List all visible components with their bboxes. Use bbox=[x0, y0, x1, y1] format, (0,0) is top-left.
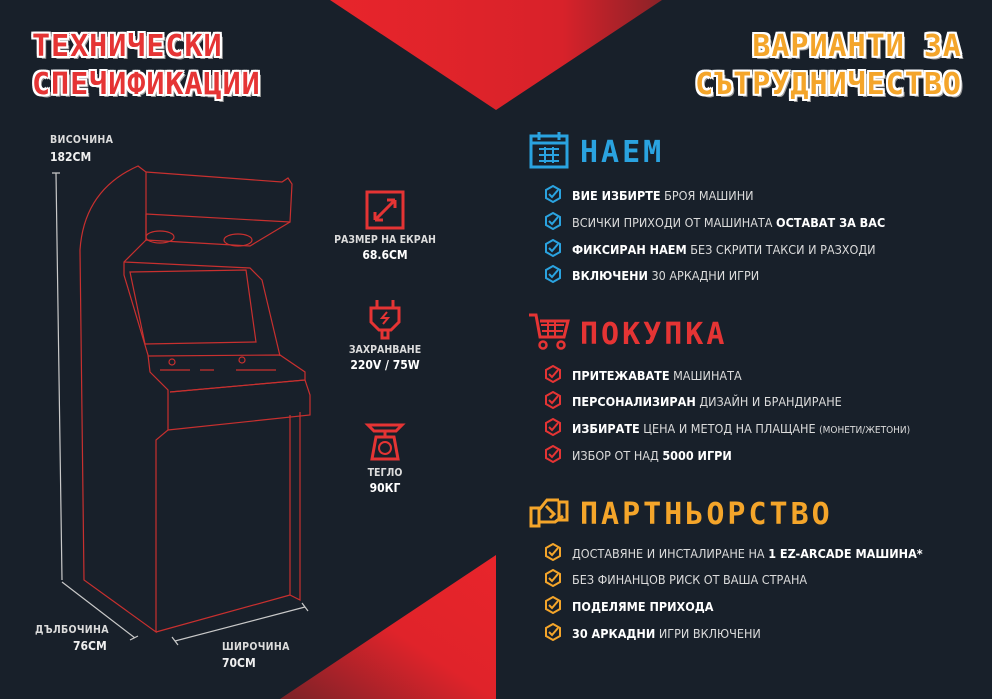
spec-power: ЗАХРАНВАНЕ 220V / 75W bbox=[315, 298, 455, 372]
check-badge-icon bbox=[544, 542, 562, 564]
item-text: ПЕРСОНАЛИЗИРАН ДИЗАЙН И БРАНДИРАНЕ bbox=[572, 394, 842, 409]
spec-label: ТЕГЛО bbox=[367, 467, 403, 479]
width-label: ШИРОЧИНА bbox=[222, 641, 290, 653]
check-badge-icon bbox=[544, 417, 562, 439]
width-value: 70СМ bbox=[222, 656, 256, 670]
title-line-2: СПЕЧИФИКАЦИИ bbox=[32, 67, 261, 103]
power-plug-icon bbox=[369, 300, 401, 340]
item-text-segment: ЦЕНА И МЕТОД НА ПЛАЩАНЕ bbox=[639, 421, 820, 436]
shopping-cart-icon bbox=[528, 312, 570, 356]
check-badge-icon bbox=[544, 595, 562, 617]
item-text: 30 АРКАДНИ ИГРИ ВКЛЮЧЕНИ bbox=[572, 626, 761, 641]
list-item: ДОСТАВЯНЕ И ИНСТАЛИРАНЕ НА 1 EZ-ARCADE М… bbox=[544, 542, 923, 564]
height-value: 182СМ bbox=[50, 150, 92, 164]
item-text: ПРИТЕЖАВАТЕ МАШИНАТА bbox=[572, 368, 742, 383]
title-line-2: СЪТРУДНИЧЕСТВО bbox=[695, 67, 962, 103]
item-text-segment: 30 АРКАДНИ bbox=[572, 626, 656, 641]
resize-diagonal-icon bbox=[365, 190, 405, 230]
spec-weight: ТЕГЛО 90КГ bbox=[315, 421, 455, 495]
item-text-segment: БЕЗ СКРИТИ ТАКСИ И РАЗХОДИ bbox=[686, 242, 876, 257]
list-item: ВИЕ ИЗБИРТЕ БРОЯ МАШИНИ bbox=[544, 184, 754, 206]
depth-label: ДЪЛБОЧИНА bbox=[35, 624, 109, 636]
item-text: ИЗБОР ОТ НАД 5000 ИГРИ bbox=[572, 448, 732, 463]
depth-value: 76СМ bbox=[73, 639, 107, 653]
check-badge-icon bbox=[544, 622, 562, 644]
section-title: ПОКУПКА bbox=[580, 316, 728, 352]
list-item: ИЗБОР ОТ НАД 5000 ИГРИ bbox=[544, 444, 732, 466]
calendar-icon bbox=[528, 130, 570, 174]
spec-value: 220V / 75W bbox=[350, 358, 420, 372]
dimension-lines bbox=[52, 172, 309, 646]
item-text-segment: ПРИТЕЖАВАТЕ bbox=[572, 368, 670, 383]
item-text-segment: ИЗБОР ОТ НАД bbox=[572, 448, 663, 463]
item-text-segment: БРОЯ МАШИНИ bbox=[660, 188, 754, 203]
section-title: НАЕМ bbox=[580, 134, 665, 170]
item-text: ВКЛЮЧЕНИ 30 АРКАДНИ ИГРИ bbox=[572, 268, 759, 283]
list-item: ФИКСИРАН НАЕМ БЕЗ СКРИТИ ТАКСИ И РАЗХОДИ bbox=[544, 238, 876, 260]
list-item: ИЗБИРАТЕ ЦЕНА И МЕТОД НА ПЛАЩАНЕ (МОНЕТИ… bbox=[544, 417, 910, 439]
spec-screen-size: РАЗМЕР НА ЕКРАН 68.6СМ bbox=[315, 190, 455, 262]
list-item: 30 АРКАДНИ ИГРИ ВКЛЮЧЕНИ bbox=[544, 622, 761, 644]
item-text-segment: ОСТАВАТ ЗА ВАС bbox=[776, 215, 886, 230]
item-text-segment: ФИКСИРАН НАЕМ bbox=[572, 242, 687, 257]
item-text-segment: ВКЛЮЧЕНИ bbox=[572, 268, 648, 283]
item-text-segment: 5000 ИГРИ bbox=[662, 448, 732, 463]
item-text-segment: ДИЗАЙН И БРАНДИРАНЕ bbox=[695, 394, 842, 409]
item-text: ПОДЕЛЯМЕ ПРИХОДА bbox=[572, 599, 713, 614]
list-item: ВКЛЮЧЕНИ 30 АРКАДНИ ИГРИ bbox=[544, 264, 759, 286]
item-text: ВСИЧКИ ПРИХОДИ ОТ МАШИНАТА ОСТАВАТ ЗА ВА… bbox=[572, 215, 885, 230]
weighing-scale-icon bbox=[364, 423, 406, 461]
item-text: ДОСТАВЯНЕ И ИНСТАЛИРАНЕ НА 1 EZ-ARCADE М… bbox=[572, 546, 923, 561]
section-heading-3: ПАРТНЬОРСТВО bbox=[528, 492, 833, 536]
handshake-icon bbox=[528, 492, 570, 536]
check-badge-icon bbox=[544, 444, 562, 466]
list-item: ПЕРСОНАЛИЗИРАН ДИЗАЙН И БРАНДИРАНЕ bbox=[544, 390, 842, 412]
spec-label: ЗАХРАНВАНЕ bbox=[348, 344, 422, 356]
height-label: ВИСОЧИНА bbox=[50, 134, 114, 146]
spec-value: 68.6СМ bbox=[362, 248, 408, 262]
check-badge-icon bbox=[544, 211, 562, 233]
check-badge-icon bbox=[544, 238, 562, 260]
item-text-segment: ВИЕ ИЗБИРТЕ bbox=[572, 188, 661, 203]
list-item: ВСИЧКИ ПРИХОДИ ОТ МАШИНАТА ОСТАВАТ ЗА ВА… bbox=[544, 211, 885, 233]
item-text: ФИКСИРАН НАЕМ БЕЗ СКРИТИ ТАКСИ И РАЗХОДИ bbox=[572, 242, 876, 257]
check-badge-icon bbox=[544, 264, 562, 286]
item-text-segment: (МОНЕТИ/ЖЕТОНИ) bbox=[819, 425, 911, 436]
list-item: ПРИТЕЖАВАТЕ МАШИНАТА bbox=[544, 364, 742, 386]
item-text-segment: ПЕРСОНАЛИЗИРАН bbox=[572, 394, 696, 409]
title-line-1: ВАРИАНТИ ЗА bbox=[752, 29, 962, 65]
check-badge-icon bbox=[544, 568, 562, 590]
item-text: ИЗБИРАТЕ ЦЕНА И МЕТОД НА ПЛАЩАНЕ (МОНЕТИ… bbox=[572, 421, 910, 436]
list-item: БЕЗ ФИНАНЦОВ РИСК ОТ ВАША СТРАНА bbox=[544, 568, 807, 590]
item-text-segment: ВСИЧКИ ПРИХОДИ ОТ МАШИНАТА bbox=[572, 215, 777, 230]
top-red-triangle bbox=[330, 0, 662, 110]
bottom-red-triangle bbox=[280, 555, 496, 699]
list-item: ПОДЕЛЯМЕ ПРИХОДА bbox=[544, 595, 713, 617]
spec-value: 90КГ bbox=[369, 481, 401, 495]
check-badge-icon bbox=[544, 184, 562, 206]
item-text: БЕЗ ФИНАНЦОВ РИСК ОТ ВАША СТРАНА bbox=[572, 572, 807, 587]
title-line-1: ТЕХНИЧЕСКИ bbox=[32, 29, 223, 65]
item-text-segment: МАШИНАТА bbox=[669, 368, 742, 383]
item-text-segment: ДОСТАВЯНЕ И ИНСТАЛИРАНЕ НА bbox=[572, 546, 769, 561]
technical-specs-title: ТЕХНИЧЕСКИ СПЕЧИФИКАЦИИ bbox=[32, 28, 261, 104]
item-text-segment: 30 АРКАДНИ ИГРИ bbox=[647, 268, 760, 283]
section-heading-1: НАЕМ bbox=[528, 130, 664, 174]
item-text-segment: 1 EZ-ARCADE МАШИНА* bbox=[768, 546, 923, 561]
cooperation-options-title: ВАРИАНТИ ЗА СЪТРУДНИЧЕСТВО bbox=[695, 28, 962, 104]
item-text: ВИЕ ИЗБИРТЕ БРОЯ МАШИНИ bbox=[572, 188, 754, 203]
check-badge-icon bbox=[544, 364, 562, 386]
section-title: ПАРТНЬОРСТВО bbox=[580, 496, 833, 532]
item-text-segment: ИГРИ ВКЛЮЧЕНИ bbox=[655, 626, 761, 641]
item-text-segment: ПОДЕЛЯМЕ ПРИХОДА bbox=[572, 599, 714, 614]
spec-label: РАЗМЕР НА ЕКРАН bbox=[334, 234, 436, 246]
section-heading-2: ПОКУПКА bbox=[528, 312, 727, 356]
arcade-cabinet-drawing bbox=[79, 165, 311, 634]
item-text-segment: ИЗБИРАТЕ bbox=[572, 421, 640, 436]
check-badge-icon bbox=[544, 390, 562, 412]
item-text-segment: БЕЗ ФИНАНЦОВ РИСК ОТ ВАША СТРАНА bbox=[572, 572, 808, 587]
